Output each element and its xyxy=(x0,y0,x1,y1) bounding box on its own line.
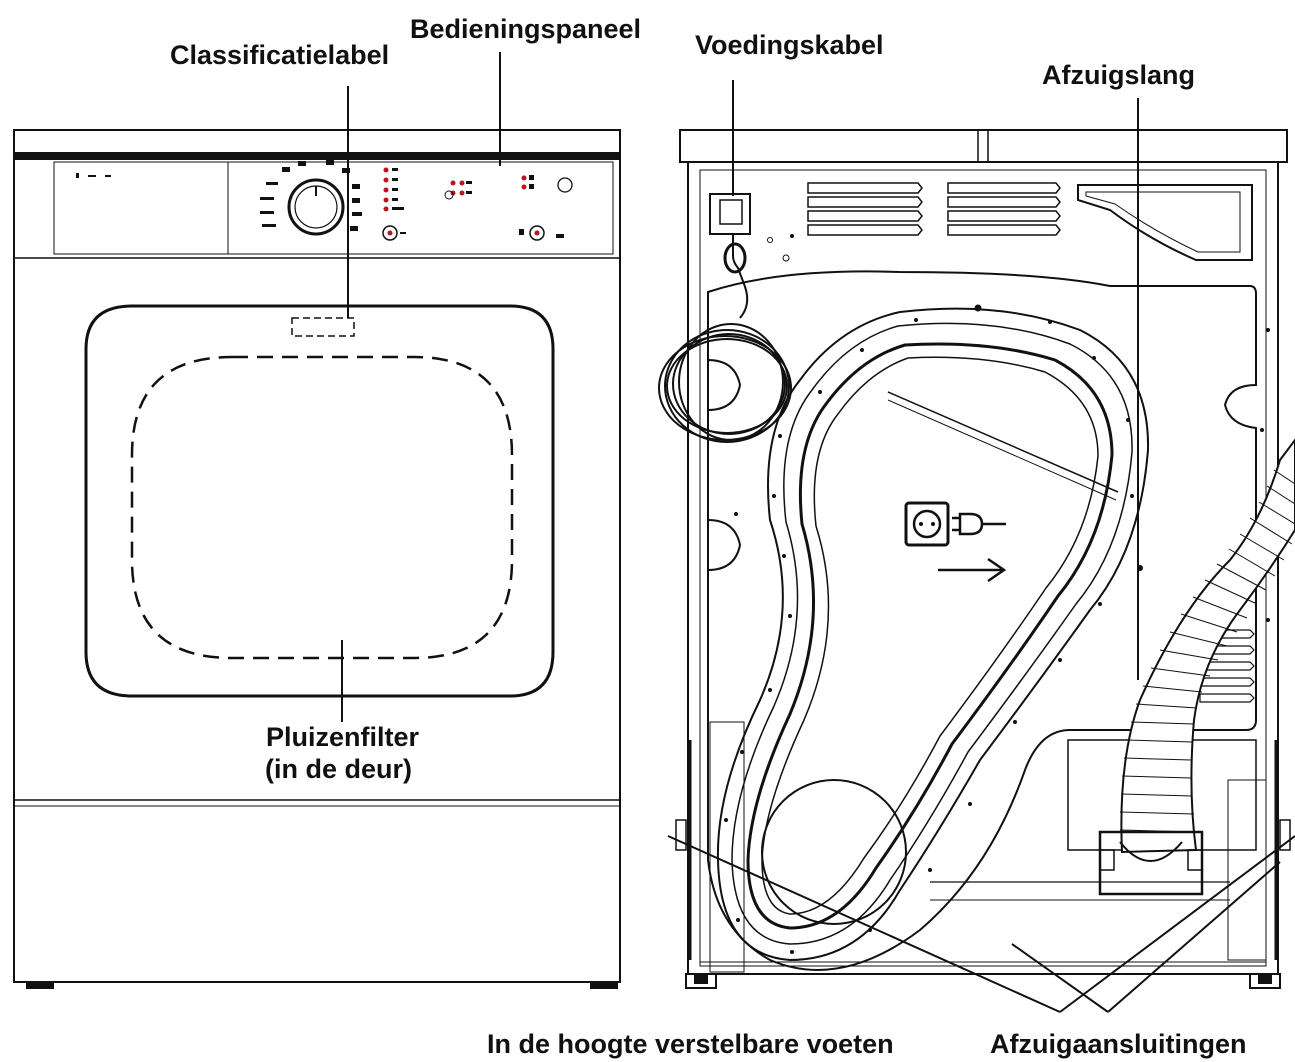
front-left-foot xyxy=(26,982,54,989)
indicator-leds xyxy=(383,167,534,212)
delay-button-icon xyxy=(519,225,564,241)
label-power-cable: Voedingskabel xyxy=(695,30,884,60)
control-panel-area xyxy=(227,161,614,255)
leader-feet-right xyxy=(1059,835,1295,1013)
exhaust-hose xyxy=(1119,438,1295,854)
start-button-icon xyxy=(382,225,406,241)
direction-arrow-icon xyxy=(938,557,1007,583)
drum-housing-inner xyxy=(746,342,1114,930)
control-panel-display-area xyxy=(53,161,229,255)
rear-top-lid xyxy=(679,129,1288,163)
front-top-band xyxy=(14,152,620,160)
dryer-rear-view xyxy=(658,129,1295,989)
power-plug-icon xyxy=(723,242,747,274)
label-exhaust-connections: Afzuigaansluitingen xyxy=(990,1029,1247,1059)
label-classification: Classificatielabel xyxy=(170,40,389,70)
front-body xyxy=(13,129,621,983)
leader-lines xyxy=(341,52,1295,1013)
label-control-panel: Bedieningspaneel xyxy=(410,14,641,44)
leader-exhaust-connection-2 xyxy=(1107,861,1281,1013)
front-right-foot xyxy=(590,982,618,989)
dial-tick-marks xyxy=(260,160,362,231)
socket-plug-icon xyxy=(904,501,1006,547)
callout-labels: Classificatielabel Bedieningspaneel Voed… xyxy=(170,14,1247,1059)
label-adjustable-feet: In de hoogte verstelbare voeten xyxy=(487,1029,894,1059)
water-tank-holder xyxy=(1077,184,1253,261)
rear-vent-grille-left xyxy=(807,182,923,236)
label-lint-filter: Pluizenfilter xyxy=(266,722,420,752)
rear-cabinet xyxy=(687,161,1279,975)
fan-cover-circle xyxy=(761,779,907,925)
drum-housing-mid xyxy=(731,322,1133,945)
rear-vent-grille-right xyxy=(947,182,1061,236)
classification-label-outline xyxy=(291,317,355,337)
leader-feet-left xyxy=(667,835,1061,1013)
coiled-power-cable xyxy=(658,234,792,443)
label-lint-filter-sub: (in de deur) xyxy=(265,754,412,784)
panel-display-marks xyxy=(76,173,111,178)
label-exhaust-hose: Afzuigslang xyxy=(1042,60,1195,90)
leader-exhaust-connection-1 xyxy=(1011,943,1109,1013)
exhaust-hose-connector xyxy=(1098,830,1204,896)
rear-housing-rim xyxy=(707,270,1257,971)
drum-housing-outer xyxy=(716,307,1150,962)
lint-filter-dashed-outline xyxy=(130,355,514,660)
power-cable-socket xyxy=(709,193,751,235)
panel-small-icons xyxy=(444,177,573,200)
housing-rivets xyxy=(724,304,1270,954)
door-outline xyxy=(84,304,555,698)
program-dial-knob xyxy=(287,178,345,236)
dryer-front-view xyxy=(13,129,621,989)
